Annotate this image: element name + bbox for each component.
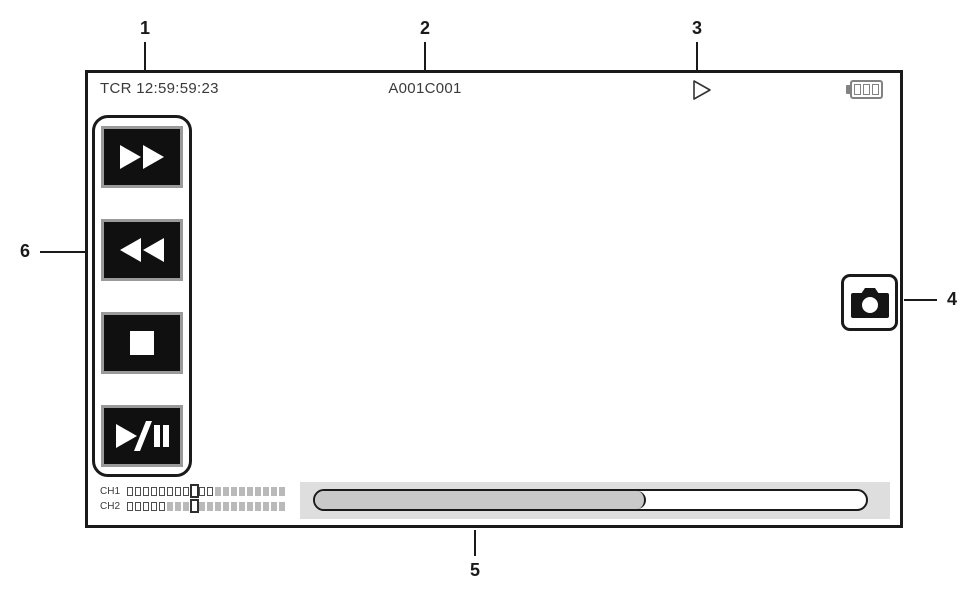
progress-fill	[315, 491, 646, 509]
meter-segment-filled	[271, 501, 277, 511]
meter-segment-outlined	[183, 486, 189, 496]
rewind-button[interactable]	[101, 219, 183, 281]
play-pause-icon	[116, 421, 169, 451]
fast-forward-button[interactable]	[101, 126, 183, 188]
meter-segment-filled	[247, 486, 253, 496]
meter-segment-filled	[279, 501, 285, 511]
rewind-icon	[120, 238, 164, 262]
meter-segment-peak-marker	[190, 484, 199, 498]
meter-segment-outlined	[135, 501, 141, 511]
meter-segment-filled	[263, 501, 269, 511]
meter-segment-filled	[239, 501, 245, 511]
meter-segment-outlined	[127, 501, 133, 511]
battery-bar	[863, 84, 870, 95]
meter-segment-filled	[207, 501, 213, 511]
callout-1-line	[144, 42, 146, 70]
meter-segment-outlined	[175, 486, 181, 496]
audio-meter-ch2-label: CH2	[100, 500, 121, 512]
battery-bars	[850, 80, 883, 99]
callout-6: 6	[19, 241, 30, 261]
audio-meter-ch1: CH1	[100, 484, 287, 498]
meter-segment-outlined	[199, 486, 205, 496]
playback-screen: TCR 12:59:59:23 A001C001	[85, 70, 903, 528]
meter-segment-filled	[215, 501, 221, 511]
meter-segment-filled	[263, 486, 269, 496]
callout-4: 4	[946, 289, 957, 309]
stop-button[interactable]	[101, 312, 183, 374]
meter-segment-filled	[231, 501, 237, 511]
callout-5-line	[474, 530, 476, 556]
meter-segment-filled	[167, 501, 173, 511]
meter-segment-filled	[231, 486, 237, 496]
meter-segment-peak-marker	[190, 499, 199, 513]
snapshot-button[interactable]	[841, 274, 898, 331]
meter-segment-outlined	[143, 501, 149, 511]
meter-segment-filled	[279, 486, 285, 496]
transport-controls-panel	[92, 115, 192, 477]
meter-segment-outlined	[151, 486, 157, 496]
battery-icon	[846, 80, 883, 99]
meter-segment-filled	[175, 501, 181, 511]
meter-segment-filled	[271, 486, 277, 496]
meter-segment-outlined	[159, 501, 165, 511]
meter-segment-outlined	[143, 486, 149, 496]
callout-3-line	[696, 42, 698, 70]
meter-segment-outlined	[151, 501, 157, 511]
callout-4-line	[904, 299, 937, 301]
meter-segment-outlined	[135, 486, 141, 496]
meter-segment-outlined	[159, 486, 165, 496]
camera-icon	[850, 287, 889, 318]
callout-6-line	[40, 251, 86, 253]
progress-panel	[300, 482, 890, 519]
meter-segment-filled	[223, 486, 229, 496]
clip-name: A001C001	[388, 80, 462, 97]
battery-bar	[872, 84, 879, 95]
callout-2: 2	[419, 18, 430, 38]
meter-segment-outlined	[207, 486, 213, 496]
battery-terminal	[846, 85, 850, 94]
audio-meter-ch1-label: CH1	[100, 485, 121, 497]
meter-segment-outlined	[127, 486, 133, 496]
meter-segment-filled	[255, 486, 261, 496]
battery-bar	[854, 84, 861, 95]
meter-segment-filled	[223, 501, 229, 511]
audio-meter-ch2: CH2	[100, 499, 287, 513]
timecode-display: TCR 12:59:59:23	[100, 80, 219, 97]
callout-1: 1	[139, 18, 150, 38]
progress-bar[interactable]	[313, 489, 868, 511]
meter-segment-filled	[239, 486, 245, 496]
meter-segment-filled	[199, 501, 205, 511]
play-pause-button[interactable]	[101, 405, 183, 467]
callout-5: 5	[469, 560, 480, 580]
play-status-icon	[692, 79, 712, 106]
meter-segment-filled	[255, 501, 261, 511]
meter-segment-filled	[215, 486, 221, 496]
meter-segment-filled	[247, 501, 253, 511]
stop-icon	[130, 331, 154, 355]
callout-3: 3	[691, 18, 702, 38]
fast-forward-icon	[120, 145, 164, 169]
meter-segment-outlined	[167, 486, 173, 496]
callout-2-line	[424, 42, 426, 70]
meter-segment-filled	[183, 501, 189, 511]
